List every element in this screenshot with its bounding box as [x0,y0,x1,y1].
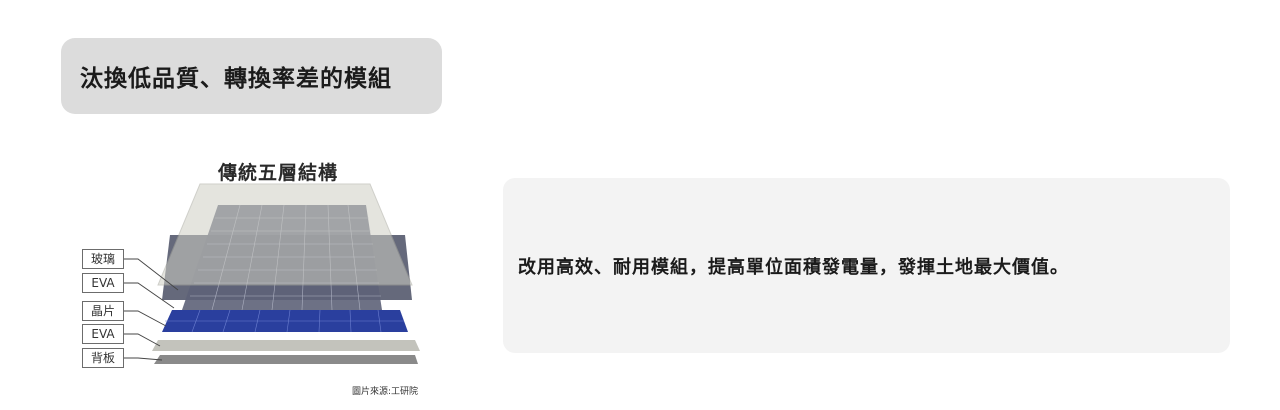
back-sheet-layer [154,355,418,364]
layer-label-eva-top: EVA [82,273,124,293]
solar-panel-illustration [124,183,420,364]
lower-eva-layer [152,340,420,351]
layer-label-back-sheet: 背板 [82,348,124,368]
figure-title: 傳統五層結構 [218,162,339,184]
glass-layer [157,183,413,286]
layer-label-eva-bottom: EVA [82,324,124,344]
info-text: 改用高效、耐用模組，提高單位面積發電量，發揮土地最大價值。 [518,256,1069,278]
layer-label-cells: 晶片 [82,301,124,321]
section-title: 汰換低品質、轉換率差的模組 [61,38,442,114]
solar-panel-layer-diagram: 傳統五層結構 玻璃 EVA 晶片 EVA 背板 圖片來源:工研院 [70,150,450,400]
image-credit: 圖片來源:工研院 [352,387,419,397]
layer-label-glass: 玻璃 [82,249,124,269]
info-box: 改用高效、耐用模組，提高單位面積發電量，發揮土地最大價值。 [503,178,1230,353]
